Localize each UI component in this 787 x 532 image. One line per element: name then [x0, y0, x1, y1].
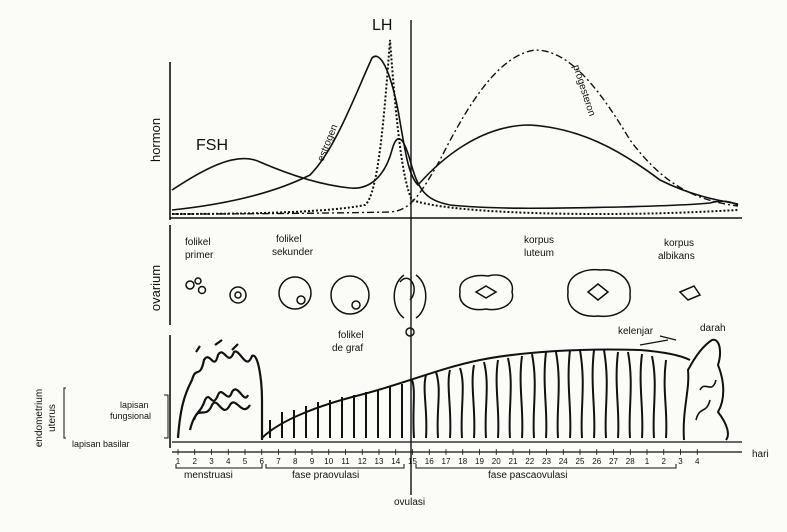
day-label: 7: [276, 457, 281, 466]
blood-label: darah: [700, 323, 726, 334]
day-label: 27: [609, 457, 618, 466]
day-label: 26: [592, 457, 601, 466]
ovum-drawing: [406, 328, 414, 336]
day-label: 10: [324, 457, 333, 466]
lh-curve: [172, 40, 738, 214]
corpus-albicans-drawing: [680, 286, 700, 300]
hormone-panel: hormon FSH LH estrogen progesteron: [148, 17, 742, 220]
estrogen-curve: [172, 56, 738, 210]
day-label: 22: [525, 457, 534, 466]
functional-layer-label-2: fungsional: [110, 411, 151, 421]
day-label: 2: [662, 457, 667, 466]
graaf-follicle-label-1: folikel: [338, 330, 364, 341]
timeline-unit-label: hari: [752, 449, 769, 460]
corpus-albicans-label-1: korpus: [664, 238, 694, 249]
ovulation-label: ovulasi: [394, 497, 425, 508]
day-label: 8: [293, 457, 298, 466]
menstrual-tissue-drawing: [178, 340, 262, 440]
day-label: 11: [341, 457, 350, 466]
ovary-axis-label: ovarium: [148, 265, 163, 311]
secondary-follicle-label-2: sekunder: [272, 247, 314, 258]
ovulating-follicle-drawing: [394, 275, 426, 318]
menstruation-phase-bracket: [176, 464, 262, 468]
hormone-axis-label: hormon: [148, 118, 163, 162]
postovulation-phase-label: fase pascaovulasi: [488, 470, 568, 481]
gland-label: kelenjar: [618, 326, 654, 337]
endometrium-panel: endometrium uterus lapisan fungsional la…: [34, 323, 742, 449]
primary-follicle-drawing: [186, 281, 194, 289]
day-label: 23: [542, 457, 551, 466]
day-label: 1: [645, 457, 650, 466]
progesteron-label: progesteron: [570, 64, 597, 118]
day-label: 13: [375, 457, 384, 466]
fsh-curve: [172, 139, 738, 208]
day-label: 5: [243, 457, 248, 466]
menstruation-phase-label: menstruasi: [184, 470, 233, 481]
basal-layer-label: lapisan basilar: [72, 439, 130, 449]
day-label: 2: [193, 457, 198, 466]
day-label: 14: [391, 457, 400, 466]
day-label: 3: [678, 457, 683, 466]
day-label: 17: [442, 457, 451, 466]
estrogen-label: estrogen: [316, 123, 341, 163]
secondary-follicle-label-1: folikel: [276, 234, 302, 245]
small-follicle-drawing: [230, 287, 246, 303]
primary-follicle-label-2: primer: [185, 250, 214, 261]
primary-follicle-label-1: folikel: [185, 237, 211, 248]
endometrium-label: endometrium: [34, 389, 45, 447]
day-label: 19: [475, 457, 484, 466]
day-label: 4: [695, 457, 700, 466]
graaf-follicle-label-2: de graf: [332, 343, 363, 354]
corpus-luteum-early-drawing: [460, 275, 513, 310]
preovulation-phase-label: fase praovulasi: [292, 470, 359, 481]
day-label: 12: [358, 457, 367, 466]
day-label: 18: [458, 457, 467, 466]
lh-label: LH: [372, 17, 392, 34]
secondary-follicle-drawing: [279, 277, 311, 309]
functional-layer-bracket: [164, 395, 168, 438]
day-label: 28: [626, 457, 635, 466]
day-label: 25: [576, 457, 585, 466]
fsh-label: FSH: [196, 137, 228, 154]
corpus-albicans-label-2: albikans: [658, 251, 695, 262]
day-label: 1: [176, 457, 181, 466]
progesteron-curve: [172, 50, 738, 214]
graaf-follicle-drawing: [331, 276, 369, 314]
functional-layer-label-1: lapisan: [120, 400, 149, 410]
corpus-luteum-drawing: [568, 270, 630, 317]
day-label: 4: [226, 457, 231, 466]
day-label: 3: [209, 457, 214, 466]
corpus-luteum-label-2: luteum: [524, 248, 554, 259]
day-label: 20: [492, 457, 501, 466]
day-label: 16: [425, 457, 434, 466]
corpus-luteum-label-1: korpus: [524, 235, 554, 246]
day-label: 21: [509, 457, 518, 466]
endometrium-bracket: [64, 388, 66, 438]
uterus-label: uterus: [47, 404, 58, 432]
day-label: 24: [559, 457, 568, 466]
day-label: 9: [310, 457, 315, 466]
